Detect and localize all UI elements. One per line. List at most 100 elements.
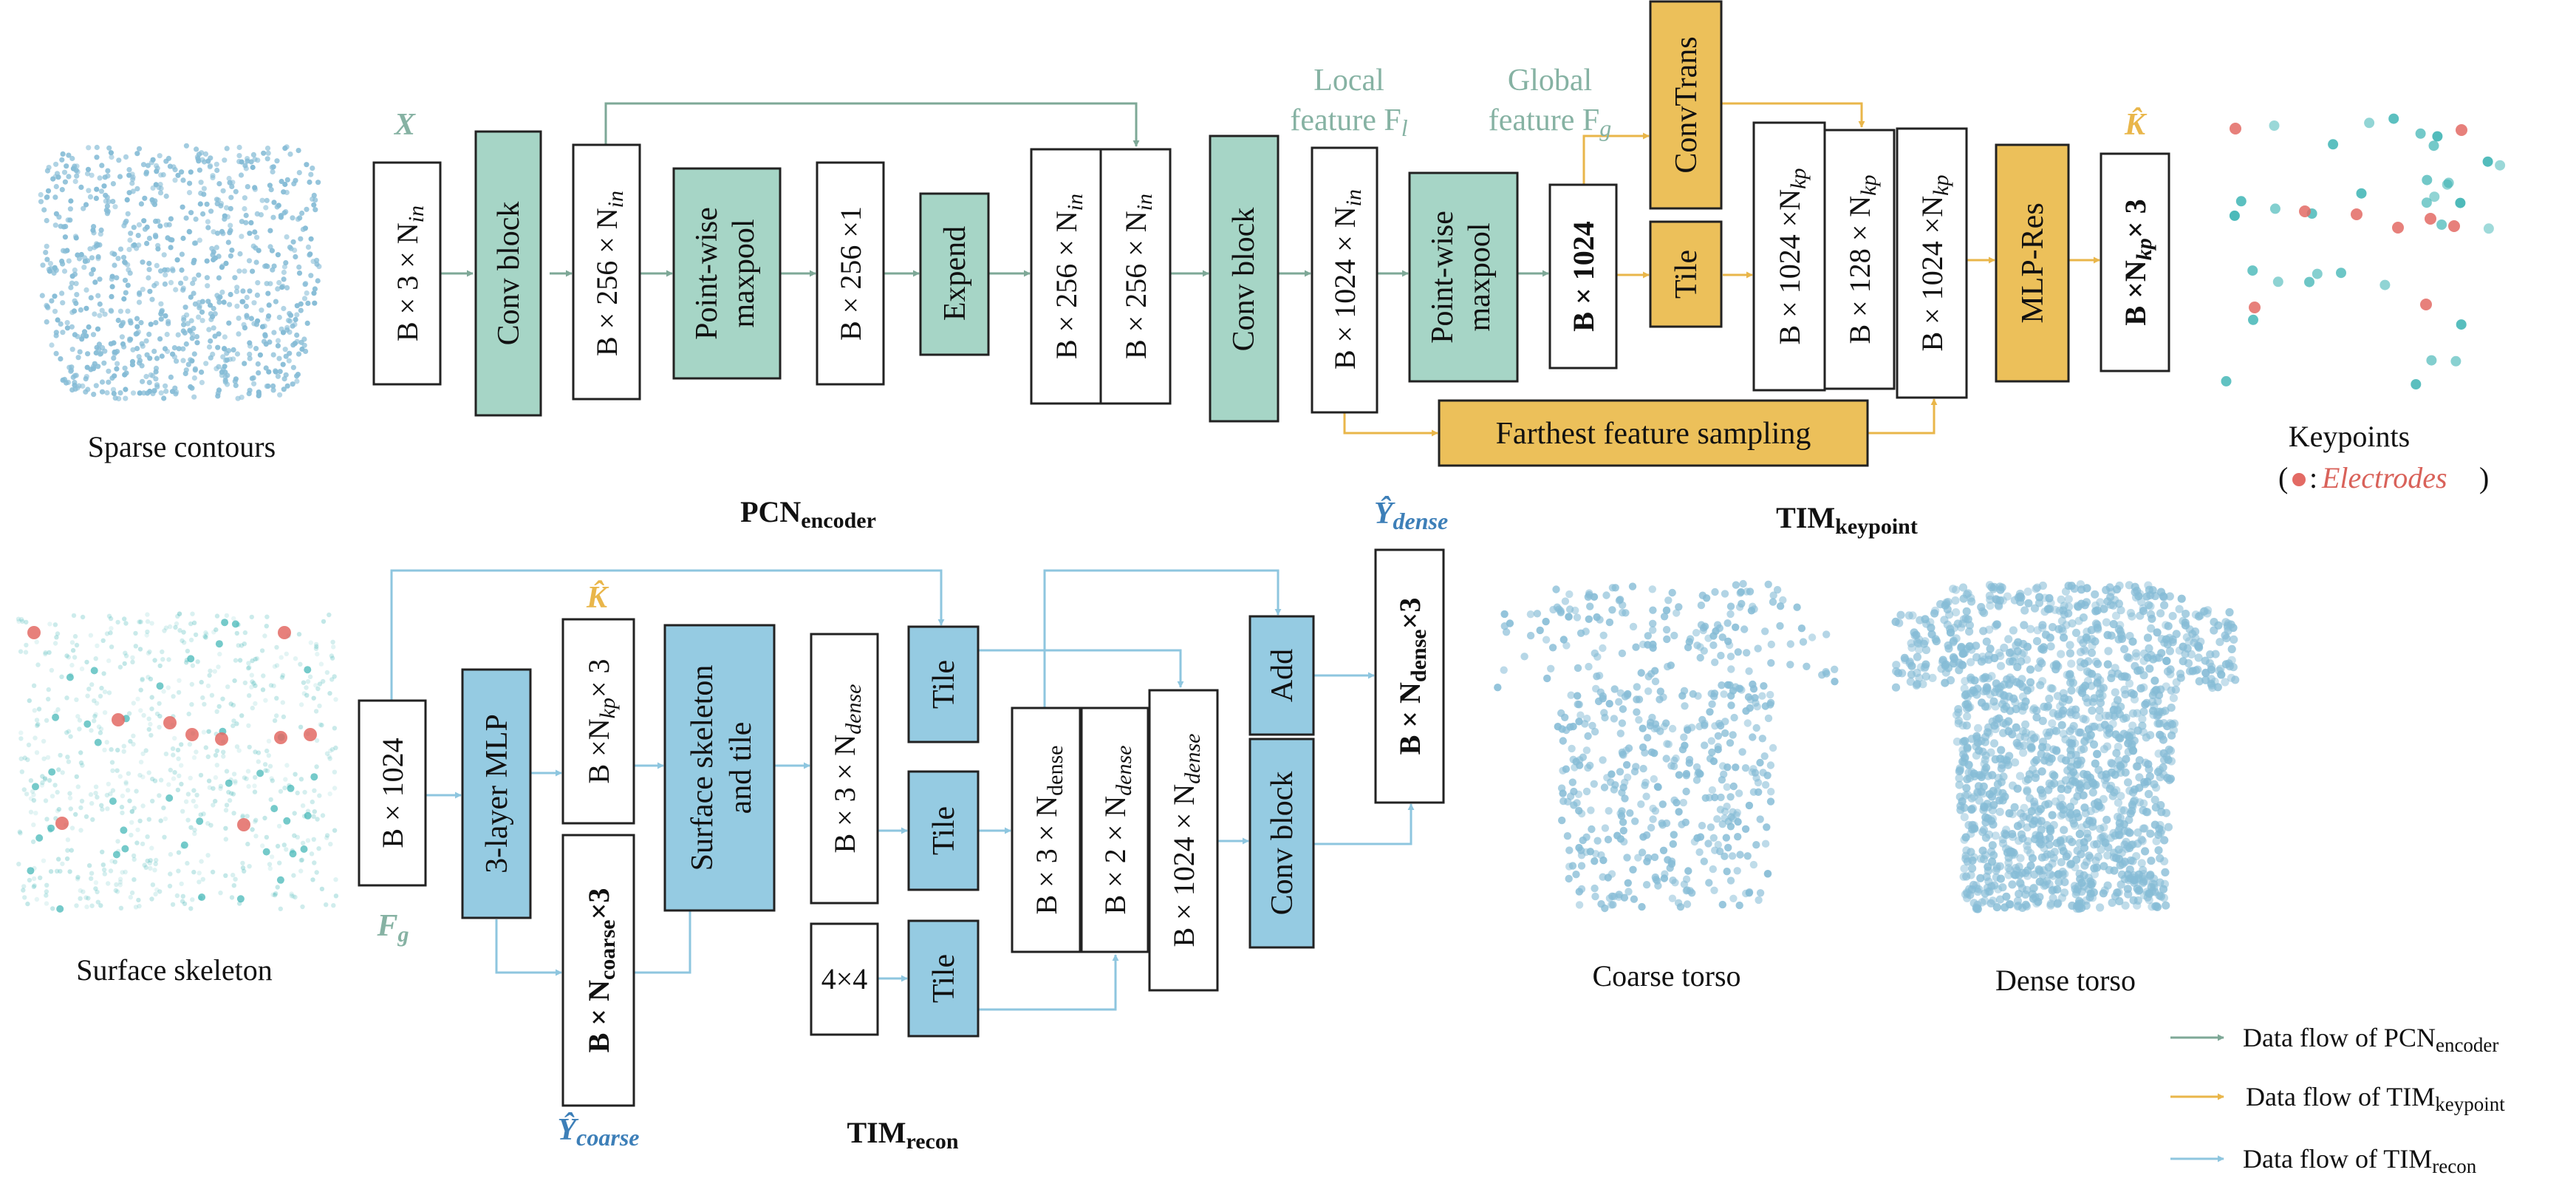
tim-keypoint-title: TIMkeypoint	[1776, 501, 1918, 539]
coarse-output-block: B × Ncoarse×3	[561, 834, 635, 1107]
concat-dense-block-1: B × 3 × Ndense	[1011, 707, 1082, 953]
conv-block-bottom: Conv block	[1248, 738, 1315, 949]
svg-text:): )	[2479, 461, 2489, 494]
dense-output-block: B × Ndense×3	[1374, 548, 1445, 804]
fg-label-bottom: Fg	[376, 909, 409, 947]
svg-text:feature Fg: feature Fg	[1489, 103, 1611, 141]
svg-text:B × 1024: B × 1024	[376, 738, 409, 848]
svg-text:Global: Global	[1508, 64, 1592, 98]
concat-256-block-b: B × 256 × Nin	[1099, 148, 1172, 405]
keypoint-feature-block-2: B × 128 × Nkp	[1823, 129, 1896, 390]
svg-text:maxpool: maxpool	[727, 219, 761, 328]
input-tensor-block: B × 3 × Nin	[372, 161, 442, 386]
svg-text:B × 3 × Nin: B × 3 × Nin	[391, 205, 428, 341]
svg-text:Conv block: Conv block	[1227, 208, 1261, 352]
sparse-contours-caption: Sparse contours	[88, 430, 276, 463]
svg-text:Farthest feature sampling: Farthest feature sampling	[1496, 417, 1811, 451]
keypoint-feature-block-3: B × 1024 ×Nkp	[1896, 127, 1968, 399]
expend-block: Expend	[919, 192, 990, 356]
svg-text:Data flow of TIMrecon: Data flow of TIMrecon	[2243, 1144, 2477, 1177]
svg-text:Data flow of PCNencoder: Data flow of PCNencoder	[2243, 1023, 2498, 1056]
svg-text:Conv block: Conv block	[492, 202, 526, 346]
farthest-feature-sampling-block: Farthest feature sampling	[1438, 399, 1869, 467]
svg-text:B × 1024: B × 1024	[1567, 221, 1600, 331]
pcn-encoder-title: PCNencoder	[740, 495, 876, 533]
svg-text:and tile: and tile	[724, 722, 758, 814]
concat-dense-block-2: B × 2 × Ndense	[1080, 707, 1149, 953]
pointwise-maxpool-1: Point-wise maxpool	[672, 167, 782, 380]
legend-item-keypoint: Data flow of TIMkeypoint	[2170, 1082, 2505, 1115]
tile-block-2: Tile	[907, 770, 980, 891]
dense-torso-caption: Dense torso	[1995, 964, 2136, 997]
svg-text:B × 256 ×1: B × 256 ×1	[834, 206, 867, 341]
three-layer-mlp-block: 3-layer MLP	[461, 668, 532, 919]
k-hat-label-bottom: K̂	[586, 580, 609, 615]
svg-text::: :	[2309, 461, 2317, 494]
svg-text:B ×Nkp× 3: B ×Nkp× 3	[2119, 199, 2156, 325]
keypoint-input-block: B ×Nkp× 3	[561, 618, 635, 825]
svg-text:Data flow of TIMkeypoint: Data flow of TIMkeypoint	[2246, 1082, 2505, 1115]
pointwise-maxpool-2: Point-wise maxpool	[1408, 171, 1519, 383]
svg-text:maxpool: maxpool	[1463, 223, 1497, 332]
svg-text:B × 1024 × Ndense: B × 1024 × Ndense	[1167, 734, 1205, 947]
svg-text:Expend: Expend	[938, 226, 972, 321]
encoder-flow-arrows	[440, 102, 1549, 277]
svg-text:B × 1024 × Nin: B × 1024 × Nin	[1328, 189, 1366, 370]
legend: Data flow of PCNencoder Data flow of TIM…	[2170, 1023, 2505, 1177]
svg-text:Surface skeleton: Surface skeleton	[686, 665, 720, 871]
svg-text:B × 1024 ×Nkp: B × 1024 ×Nkp	[1916, 174, 1953, 351]
svg-text:Add: Add	[1265, 649, 1299, 702]
svg-text:Local: Local	[1313, 64, 1384, 98]
conv-block-1: Conv block	[474, 130, 542, 417]
tim-recon-title: TIMrecon	[847, 1116, 958, 1154]
y-coarse-label: Ŷcoarse	[558, 1112, 640, 1151]
concat-256-block-a: B × 256 × Nin	[1030, 148, 1102, 405]
local-feature-1024-block: B × 1024 × Nin	[1311, 146, 1378, 414]
svg-text:feature Fl: feature Fl	[1290, 103, 1407, 141]
svg-text:Tile: Tile	[927, 660, 961, 709]
svg-text:B × Ndense×3: B × Ndense×3	[1393, 598, 1431, 755]
tile-block-top: Tile	[1649, 220, 1723, 328]
local-feature-label: Local feature Fl	[1290, 64, 1407, 141]
svg-text:B × 256 × Nin: B × 256 × Nin	[590, 191, 628, 356]
mlp-res-block: MLP-Res	[1995, 143, 2070, 383]
svg-text:Point-wise: Point-wise	[690, 207, 724, 340]
global-feature-label: Global feature Fg	[1489, 64, 1611, 141]
convtrans-block: ConvTrans	[1649, 0, 1723, 210]
svg-text:Conv block: Conv block	[1265, 772, 1299, 916]
legend-item-recon: Data flow of TIMrecon	[2170, 1144, 2477, 1177]
surface-skeleton-image	[16, 611, 339, 913]
tile-block-1: Tile	[907, 625, 980, 743]
electrodes-label: Electrodes	[2321, 461, 2447, 494]
dense-torso-image	[1891, 580, 2240, 913]
svg-text:B × 1024 ×Nkp: B × 1024 ×Nkp	[1773, 168, 1811, 344]
svg-text:Point-wise: Point-wise	[1426, 211, 1460, 344]
legend-item-encoder: Data flow of PCNencoder	[2170, 1023, 2498, 1056]
svg-text:B ×Nkp× 3: B ×Nkp× 3	[582, 658, 620, 783]
grid-4x4-block: 4×4	[810, 922, 879, 1036]
svg-text:Tile: Tile	[927, 806, 961, 855]
svg-text:MLP-Res: MLP-Res	[2016, 202, 2050, 323]
keypoints-image	[2221, 113, 2506, 389]
electrodes-legend: ( : Electrodes )	[2278, 461, 2489, 494]
svg-text:B × 128 × Nkp: B × 128 × Nkp	[1843, 174, 1881, 344]
conv-block-2: Conv block	[1209, 135, 1280, 423]
global-feature-input-block: B × 1024	[358, 699, 427, 887]
y-dense-label: Ŷdense	[1374, 496, 1448, 534]
svg-text:B × Ncoarse×3: B × Ncoarse×3	[582, 888, 620, 1053]
dense-coords-block: B × 3 × Ndense	[810, 633, 879, 905]
concat-dense-block-3: B × 1024 × Ndense	[1148, 689, 1219, 992]
coarse-torso-image	[1494, 579, 1839, 913]
x-input-label: X	[393, 108, 416, 142]
svg-text:4×4: 4×4	[821, 962, 868, 995]
svg-text:B × 3 × Ndense: B × 3 × Ndense	[1030, 746, 1067, 915]
tile-block-3: Tile	[907, 919, 980, 1038]
keypoints-output-block: B ×Nkp× 3	[2100, 152, 2170, 372]
feature-256-block: B × 256 × Nin	[572, 143, 641, 401]
keypoint-feature-block-1: B × 1024 ×Nkp	[1752, 121, 1826, 392]
svg-text:B × 3 × Ndense: B × 3 × Ndense	[828, 684, 866, 854]
keypoints-caption: Keypoints	[2289, 420, 2410, 453]
sparse-contours-image	[38, 143, 322, 402]
svg-text:3-layer MLP: 3-layer MLP	[480, 714, 514, 874]
svg-text:ConvTrans: ConvTrans	[1670, 36, 1704, 173]
